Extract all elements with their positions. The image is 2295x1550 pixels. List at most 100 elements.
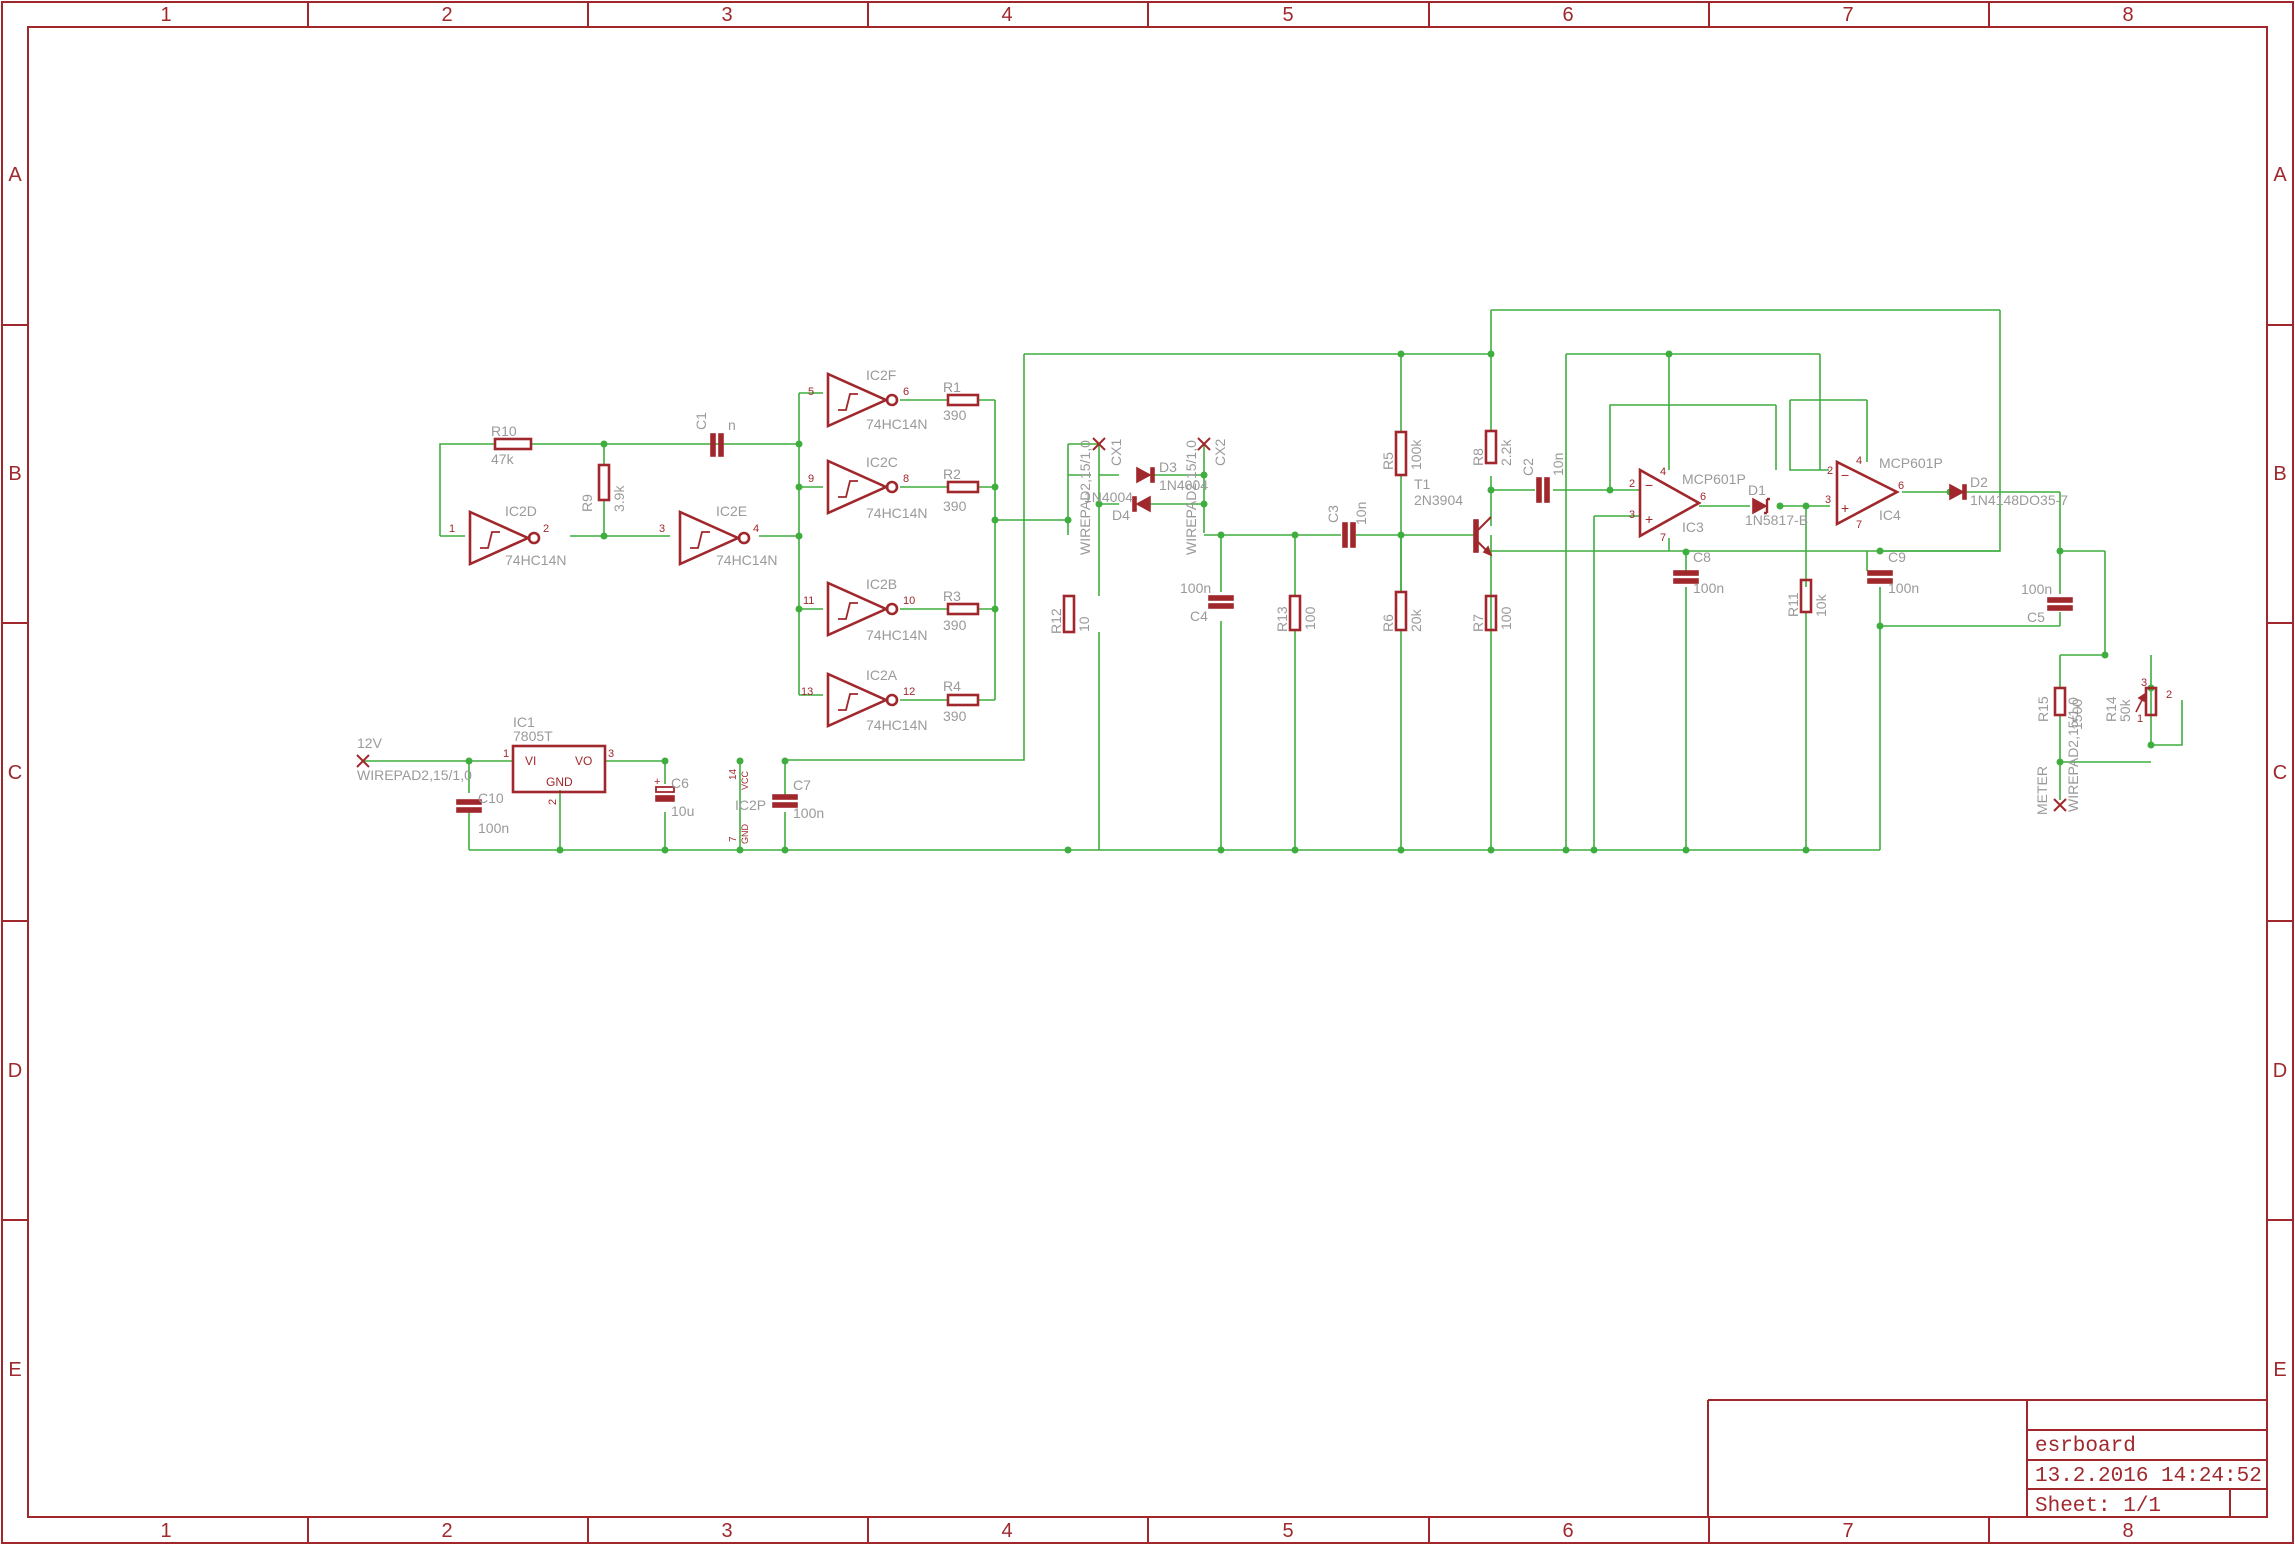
capacitor-C10: C10 100n xyxy=(456,790,509,836)
svg-text:+: + xyxy=(654,776,660,788)
svg-text:7: 7 xyxy=(1856,519,1862,531)
svg-text:C3: C3 xyxy=(1325,505,1341,523)
row-label: C xyxy=(2273,762,2287,784)
row-label: B xyxy=(8,463,21,485)
svg-text:47k: 47k xyxy=(491,451,515,467)
resistor-R13: R13 100 xyxy=(1274,594,1318,632)
resistor-R2: R2 390 xyxy=(943,466,980,514)
transistor-T1: T1 2N3904 xyxy=(1414,476,1493,557)
column-label: 3 xyxy=(721,4,732,26)
capacitor-C2: C2 10n xyxy=(1520,453,1566,503)
svg-text:10k: 10k xyxy=(1813,593,1829,617)
svg-text:74HC14N: 74HC14N xyxy=(716,552,777,568)
svg-text:R1: R1 xyxy=(943,379,961,395)
svg-text:100: 100 xyxy=(1498,606,1514,630)
column-label: 5 xyxy=(1282,1520,1293,1542)
svg-text:R5: R5 xyxy=(1380,452,1396,470)
svg-text:VO: VO xyxy=(575,754,592,768)
svg-text:IC2F: IC2F xyxy=(866,367,896,383)
svg-text:2: 2 xyxy=(1629,478,1635,490)
capacitor-C7: C7 100n xyxy=(772,777,824,821)
svg-text:3: 3 xyxy=(659,523,665,535)
resistor-R5: R5 100k xyxy=(1380,430,1424,477)
svg-text:10: 10 xyxy=(903,595,915,607)
svg-text:7: 7 xyxy=(728,836,739,842)
svg-text:METER: METER xyxy=(2034,766,2050,815)
resistor-R11: R11 10k xyxy=(1785,578,1829,617)
svg-text:74HC14N: 74HC14N xyxy=(866,627,927,643)
svg-text:T1: T1 xyxy=(1414,476,1431,492)
svg-text:6: 6 xyxy=(1898,480,1904,492)
svg-text:D2: D2 xyxy=(1970,474,1988,490)
column-label: 1 xyxy=(160,4,171,26)
column-label: 8 xyxy=(2122,4,2133,26)
gate-IC2D: 1 2 IC2D 74HC14N xyxy=(449,503,566,568)
resistor-R3: R3 390 xyxy=(943,588,980,633)
svg-text:C6: C6 xyxy=(671,775,689,791)
capacitor-C3: C3 10n xyxy=(1325,502,1369,548)
column-label: 6 xyxy=(1562,1520,1573,1542)
svg-text:IC2A: IC2A xyxy=(866,667,898,683)
resistor-R7: R7 100 xyxy=(1470,594,1514,632)
svg-text:C1: C1 xyxy=(693,412,709,430)
svg-text:5: 5 xyxy=(808,386,814,398)
row-label: A xyxy=(8,164,22,186)
column-label: 5 xyxy=(1282,4,1293,26)
svg-text:C2: C2 xyxy=(1520,458,1536,476)
opamp-IC4: − + 2 3 4 6 7 MCP601P IC4 xyxy=(1825,455,1943,531)
gate-IC2A: 13 12 IC2A 74HC14N xyxy=(801,667,927,733)
resistor-R6: R6 20k xyxy=(1380,590,1424,632)
row-label: B xyxy=(2273,463,2286,485)
row-label: A xyxy=(2273,164,2287,186)
svg-text:13: 13 xyxy=(801,686,813,698)
svg-text:C8: C8 xyxy=(1693,549,1711,565)
svg-text:D1: D1 xyxy=(1748,482,1766,498)
svg-text:6: 6 xyxy=(1700,491,1706,503)
connector-CX1: CX1 WIREPAD2,15/1,0 xyxy=(1077,437,1124,555)
svg-text:6: 6 xyxy=(903,386,909,398)
column-label: 1 xyxy=(160,1520,171,1542)
svg-text:IC3: IC3 xyxy=(1682,519,1704,535)
gate-IC2C: 9 8 IC2C 74HC14N xyxy=(808,454,927,521)
column-label: 8 xyxy=(2122,1520,2133,1542)
svg-text:IC1: IC1 xyxy=(513,714,535,730)
svg-text:1: 1 xyxy=(503,748,509,760)
svg-text:2: 2 xyxy=(547,799,559,805)
capacitor-C1: C1 n xyxy=(693,412,736,457)
svg-text:2: 2 xyxy=(1827,465,1833,477)
svg-text:R2: R2 xyxy=(943,466,961,482)
svg-text:D4: D4 xyxy=(1112,507,1130,523)
svg-text:3: 3 xyxy=(1825,494,1831,506)
row-label: E xyxy=(8,1359,21,1381)
svg-text:1: 1 xyxy=(2137,713,2143,725)
capacitor-C4: C4 100n xyxy=(1180,580,1234,624)
svg-text:74HC14N: 74HC14N xyxy=(866,717,927,733)
diode-D2: D2 1N4148DO35-7 xyxy=(1949,474,2068,508)
svg-text:R4: R4 xyxy=(943,678,961,694)
resistor-R10: R10 47k xyxy=(491,423,533,467)
svg-text:12V: 12V xyxy=(357,735,383,751)
svg-text:+: + xyxy=(1645,511,1653,527)
supply-IC2P: 14 VCC 7 GND IC2P xyxy=(728,768,766,844)
svg-text:74HC14N: 74HC14N xyxy=(866,505,927,521)
svg-text:WIREPAD2,15/1,0: WIREPAD2,15/1,0 xyxy=(2065,697,2081,812)
svg-text:R10: R10 xyxy=(491,423,517,439)
svg-text:74HC14N: 74HC14N xyxy=(866,416,927,432)
svg-text:CX1: CX1 xyxy=(1108,439,1124,466)
column-label: 3 xyxy=(721,1520,732,1542)
svg-text:10: 10 xyxy=(1076,616,1092,632)
svg-text:R14: R14 xyxy=(2103,696,2119,722)
svg-text:GND: GND xyxy=(546,775,573,789)
svg-text:2: 2 xyxy=(2166,689,2172,701)
column-label: 4 xyxy=(1001,1520,1012,1542)
column-label: 7 xyxy=(1842,1520,1853,1542)
svg-text:C10: C10 xyxy=(478,790,504,806)
svg-text:1N5817-B: 1N5817-B xyxy=(1745,512,1808,528)
svg-text:R9: R9 xyxy=(579,494,595,512)
svg-text:100n: 100n xyxy=(1180,580,1211,596)
svg-text:4: 4 xyxy=(1856,455,1862,467)
svg-text:MCP601P: MCP601P xyxy=(1879,455,1943,471)
svg-text:CX2: CX2 xyxy=(1212,439,1228,466)
